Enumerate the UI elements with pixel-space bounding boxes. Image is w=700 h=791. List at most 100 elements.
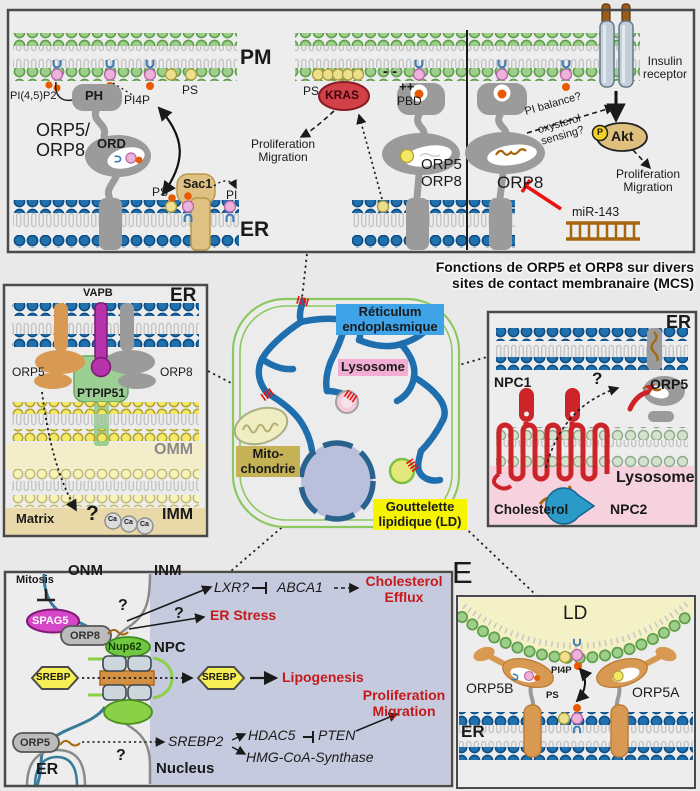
insulin-receptor-label: Insulin receptor <box>642 54 688 82</box>
ps-lipids-kras <box>311 68 365 81</box>
mitochondrie-label: Mito- chondrie <box>236 446 300 478</box>
minus-charges: - - <box>383 63 398 80</box>
kras-label: KRAS <box>325 88 360 102</box>
mitosis-label: Mitosis <box>16 574 54 586</box>
figure-caption: Fonctions de ORP5 et ORP8 sur divers sit… <box>435 259 694 291</box>
pi-label: PI <box>226 188 238 202</box>
orp8-erstress-arrow <box>128 613 206 630</box>
omm-label: OMM <box>154 441 194 458</box>
cholesterol-label: Cholesterol <box>494 502 569 517</box>
srebp-right-label: SREBP <box>202 672 237 683</box>
akt-proliferation-arrow <box>632 149 652 170</box>
kras-proliferation-arrow <box>299 110 335 138</box>
cholesterol-transfer-arrow <box>545 385 620 469</box>
mir143-inhibition <box>520 179 640 241</box>
onm-label: ONM <box>68 562 103 579</box>
orp8-nuc-label: ORP8 <box>70 630 100 642</box>
mitosis-inhibition <box>37 589 55 602</box>
orp5-sterol-squiggle <box>59 739 81 747</box>
lyso-question-label: ? <box>592 369 603 388</box>
nuc-question-3: ? <box>116 747 126 764</box>
ps-label-3: PS <box>303 84 320 98</box>
npc2-label: NPC2 <box>610 501 648 517</box>
pbd-label: PBD <box>397 94 422 108</box>
phospho-circle <box>591 124 609 142</box>
imm-label: IMM <box>162 506 194 523</box>
pi4p-ps-exchange-ld <box>575 667 593 703</box>
npc1-label: NPC1 <box>494 374 532 390</box>
ps-to-kras-arrow <box>356 113 383 200</box>
pm-label: PM <box>240 46 272 69</box>
ca-label-3: Ca <box>140 521 149 528</box>
er-nuc-label: ER <box>36 761 59 778</box>
kras-protein <box>318 81 370 111</box>
lysosome-membrane <box>496 427 688 468</box>
pip2-label: PI(4,5)P2 <box>10 90 57 102</box>
npc-complex <box>88 655 174 725</box>
panel-pm-er <box>6 3 696 254</box>
mitochondrion <box>233 406 289 446</box>
reticulum-label: Réticulum endoplasmique <box>336 304 444 336</box>
cristae <box>242 422 279 434</box>
orp8-lxr-arrow <box>126 585 213 622</box>
panel-nuc-border <box>3 570 454 788</box>
nup62-protein <box>105 636 151 658</box>
connector-pm <box>301 253 308 299</box>
orp5-orp8-label: ORP5/ ORP8 <box>36 120 91 161</box>
cholesterol-efflux-label: Cholesterol Efflux <box>365 573 443 605</box>
orp8-protein-nuc <box>60 625 112 646</box>
hmg-label: HMG-CoA-Synthase <box>246 749 374 765</box>
srebp2-hmg-arrow <box>231 745 247 755</box>
er-pocket-outer <box>25 748 87 787</box>
panel-lysosome <box>486 310 698 528</box>
connector-ld <box>413 478 537 596</box>
lysosome-panel-label: Lysosome <box>616 469 695 486</box>
orp8-right-label: ORP8 <box>497 173 544 192</box>
panel-a-border <box>6 8 696 254</box>
npc2-protein <box>545 487 596 525</box>
pten-proliferation-arrow <box>355 712 399 732</box>
ps-lipids-left <box>164 68 198 81</box>
er-ps-lipid-ld <box>557 712 571 725</box>
ph-pi4p-dotted <box>112 82 135 97</box>
pi4p-ld-label: PI4P <box>551 665 572 676</box>
omm-membrane <box>12 402 199 441</box>
panel-mitochondria <box>2 283 209 538</box>
er-ps-lipid <box>376 200 390 213</box>
mir143-ladder <box>569 223 636 239</box>
inm-label: INM <box>154 562 182 579</box>
proliferation-right-label: Proliferation Migration <box>615 167 681 195</box>
srebp2-hdac5-arrow <box>231 733 247 742</box>
panel-mito-border <box>2 283 209 538</box>
orp5-protein-nuc <box>12 732 60 753</box>
pi4p-ps-exchange-arrow <box>157 106 181 196</box>
orp5-mito-label: ORP5 <box>12 365 45 379</box>
spag5-label: SPAG5 <box>32 615 69 627</box>
proliferation-mid-label: Proliferation Migration <box>250 137 316 165</box>
ph-domain <box>72 84 122 111</box>
orp5-orp8-protein-mid <box>382 58 460 250</box>
srebp-hexagon-right <box>196 666 246 690</box>
orp5-orp8-protein-left <box>54 81 151 250</box>
lxr-label: LXR? <box>214 579 250 595</box>
orp5-orp8-mid-label: ORP5 ORP8 <box>421 156 462 190</box>
ca-label-2: Ca <box>124 519 133 526</box>
ps-label-1: PS <box>182 83 199 97</box>
lipid-droplet <box>388 457 416 485</box>
imm-membrane <box>12 469 199 507</box>
orp5a-label: ORP5A <box>632 684 680 700</box>
panel-e-letter: E <box>452 555 473 590</box>
transmembrane-domain <box>99 198 122 250</box>
nucleus-organelle <box>298 440 376 522</box>
phospho-label: P <box>597 127 604 137</box>
orp8-protein-right <box>465 58 573 250</box>
akt-label: Akt <box>611 128 634 144</box>
nup62-label: Nup62 <box>108 641 142 653</box>
mito-question-label: ? <box>86 502 99 525</box>
pip2-binding-line <box>54 81 73 102</box>
pten-label: PTEN <box>318 727 356 743</box>
lysosome-cell-label: Lysosome <box>338 359 408 376</box>
gouttelette-label: Gouttelette lipidique (LD) <box>373 499 467 531</box>
npc1-ntd-arm <box>627 389 651 412</box>
